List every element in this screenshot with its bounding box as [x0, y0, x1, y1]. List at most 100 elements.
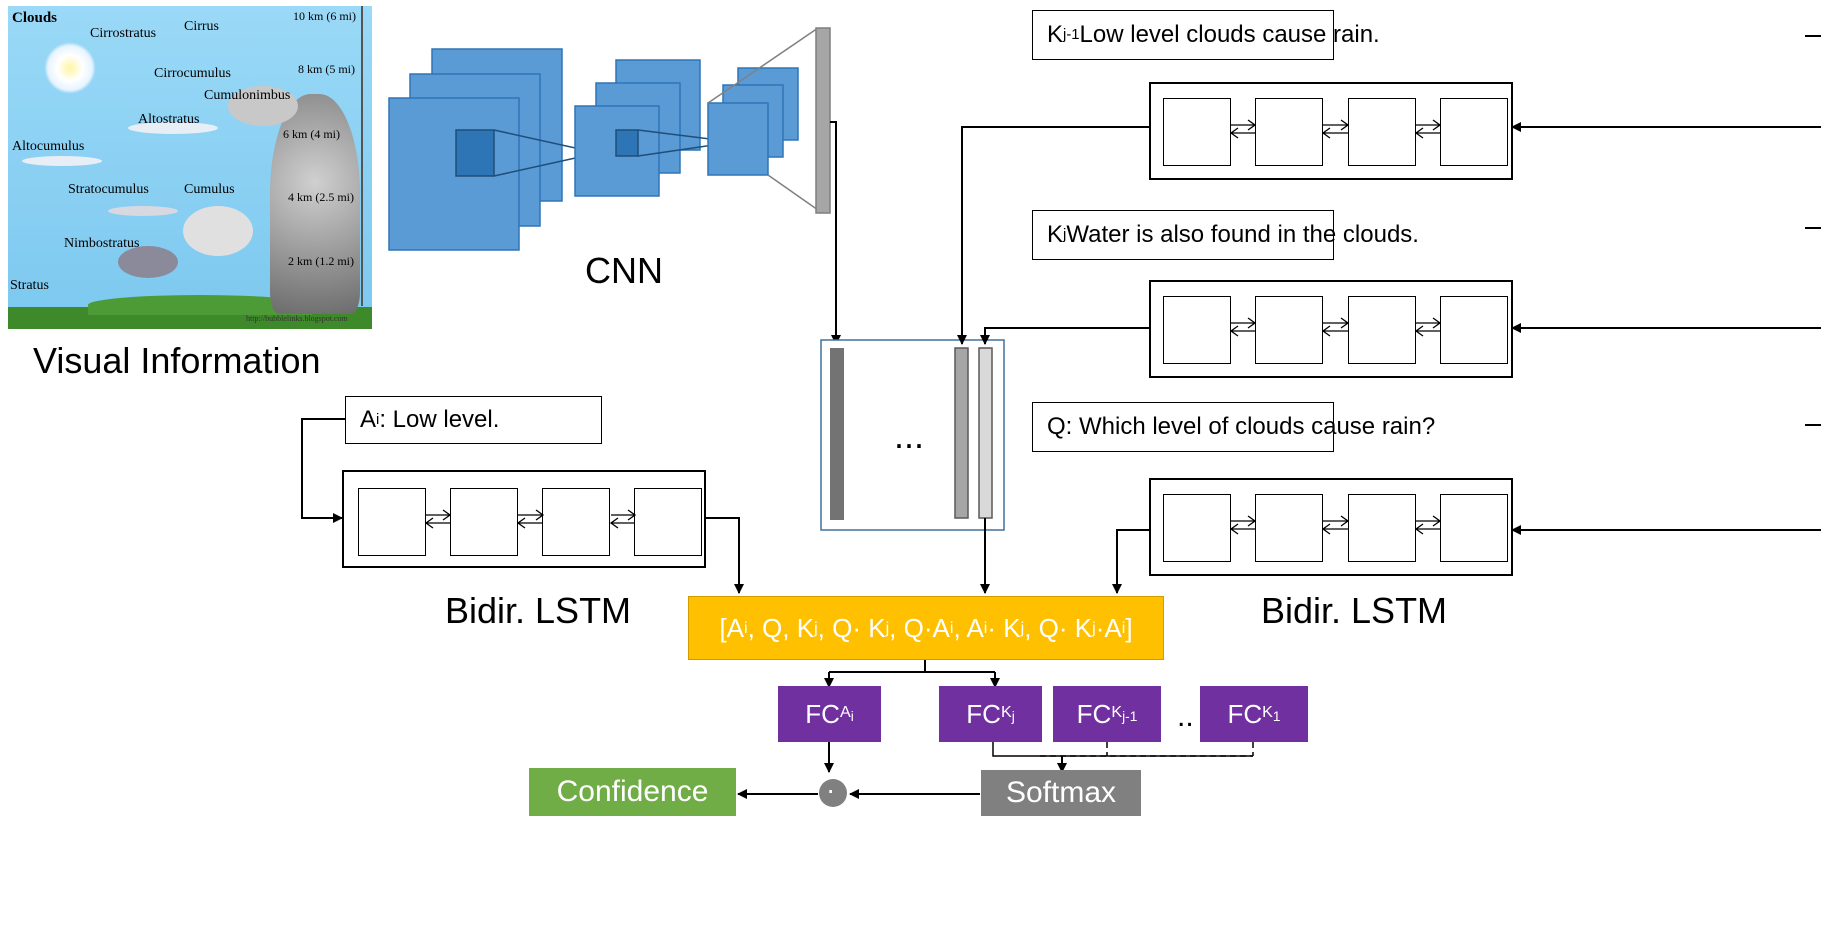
question-text: Q: Which level of clouds cause rain?	[1047, 413, 1436, 440]
cloud-type-label: Cirrocumulus	[154, 66, 231, 81]
concat-term: · K	[987, 612, 1021, 643]
concat-term: ]	[1125, 612, 1133, 643]
clouds-image: Clouds Cirrostratus Cirrus Cirrocumulus …	[8, 6, 372, 329]
bidir-lstm-right-label: Bidir. LSTM	[1261, 590, 1448, 631]
concat-subscript: j	[1020, 618, 1025, 637]
ai-text: : Low level.	[379, 406, 500, 433]
lstm-cell	[1163, 98, 1231, 166]
altitude-label: 8 km (5 mi)	[298, 62, 355, 76]
clouds-title: Clouds	[12, 10, 58, 26]
softmax-label: Softmax	[1005, 776, 1117, 809]
kj1-text: Low level clouds cause rain.	[1079, 21, 1380, 48]
kj1-symbol: K	[1047, 21, 1064, 48]
kj-text: Water is also found in the clouds.	[1066, 221, 1419, 248]
altitude-label: 6 km (4 mi)	[283, 127, 340, 141]
concat-subscript: j	[1092, 618, 1096, 637]
cloud-type-label: Cumulus	[184, 182, 235, 197]
ai-subscript: i	[376, 412, 380, 428]
lstm-kj	[1149, 280, 1513, 378]
concat-term: , Q·A	[889, 612, 950, 643]
lstm-cell	[1440, 494, 1508, 562]
concat-subscript: j	[814, 618, 818, 637]
lstm-cell	[1163, 296, 1231, 364]
fc-label: FC	[1227, 698, 1263, 729]
cloud-type-label: Stratocumulus	[68, 182, 149, 197]
lstm-cell	[1440, 98, 1508, 166]
lstm-cell	[1255, 296, 1323, 364]
fc-subscript-index: j	[1011, 709, 1015, 725]
confidence-label: Confidence	[556, 775, 709, 808]
lstm-cell	[1163, 494, 1231, 562]
lstm-question	[1149, 478, 1513, 576]
softmax-layer: Softmax	[981, 770, 1141, 816]
concat-term: , Q· K	[817, 612, 886, 643]
kj-symbol: K	[1047, 221, 1064, 248]
visual-information-label: Visual Information	[33, 340, 321, 381]
concat-subscript: i	[744, 618, 748, 637]
fc-subscript-letter: K	[1262, 703, 1273, 722]
lstm-cell	[542, 488, 610, 556]
lstm-cell	[1255, 98, 1323, 166]
altitude-label: 2 km (1.2 mi)	[288, 254, 354, 268]
concat-term: , A	[953, 612, 984, 643]
cnn-label: CNN	[585, 250, 663, 291]
concat-term: ·A	[1095, 612, 1122, 643]
ai-symbol: A	[360, 406, 377, 433]
lstm-cell	[1440, 296, 1508, 364]
concat-subscript: i	[1121, 618, 1126, 637]
concat-subscript: j	[885, 618, 890, 637]
cloud-type-label: Stratus	[10, 278, 49, 293]
cnn-layer-2	[574, 59, 735, 197]
fc-label: FC	[966, 698, 1001, 729]
cloud-type-label: Cumulonimbus	[204, 88, 291, 103]
lstm-cell	[358, 488, 426, 556]
lstm-cell	[1348, 296, 1416, 364]
product-node	[819, 779, 847, 807]
fc-subscript-letter: A	[839, 703, 851, 722]
lstm-cell	[450, 488, 518, 556]
cnn-layer-3	[707, 27, 831, 214]
fc-dots-label: ..	[1177, 700, 1194, 733]
fc-label: FC	[1076, 698, 1112, 729]
lstm-kj1	[1149, 82, 1513, 180]
kj-subscript: j	[1063, 227, 1067, 243]
cnn-to-memory-wire	[830, 121, 841, 345]
lstm-cell	[634, 488, 702, 556]
lstm-cell	[1348, 494, 1416, 562]
concat-subscript: i	[983, 618, 988, 637]
lstm-answer	[342, 470, 706, 568]
confidence-output: Confidence	[529, 768, 736, 816]
fc-subscript-index: j-1	[1122, 709, 1138, 725]
bidir-lstm-left-label: Bidir. LSTM	[445, 590, 632, 631]
fc-subscript: K1	[1262, 703, 1280, 724]
fc-subscript-index: i	[850, 709, 854, 725]
concat-term: [A	[719, 612, 745, 643]
question-textbox: Q: Which level of clouds cause rain?	[1032, 402, 1435, 452]
fc-subscript: Kj-1	[1111, 703, 1137, 724]
lstm-cell	[1348, 98, 1416, 166]
fc-subscript: Ai	[840, 703, 854, 724]
lstm-cell	[1255, 494, 1323, 562]
fc-label: FC	[805, 698, 840, 729]
cnn-layer-1	[388, 48, 599, 251]
cloud-type-label: Cirrus	[184, 19, 219, 34]
concat-term: , Q· K	[1024, 612, 1093, 643]
altitude-label: 10 km (6 mi)	[293, 9, 356, 23]
cloud-type-label: Altostratus	[138, 112, 200, 127]
fc-subscript: Kj	[1001, 703, 1015, 724]
concat-term: , Q, K	[747, 612, 815, 643]
cloud-type-label: Altocumulus	[12, 139, 85, 154]
fc-subscript-index: 1	[1272, 709, 1281, 725]
product-symbol: ·	[826, 774, 836, 805]
altitude-label: 4 km (2.5 mi)	[288, 190, 354, 204]
